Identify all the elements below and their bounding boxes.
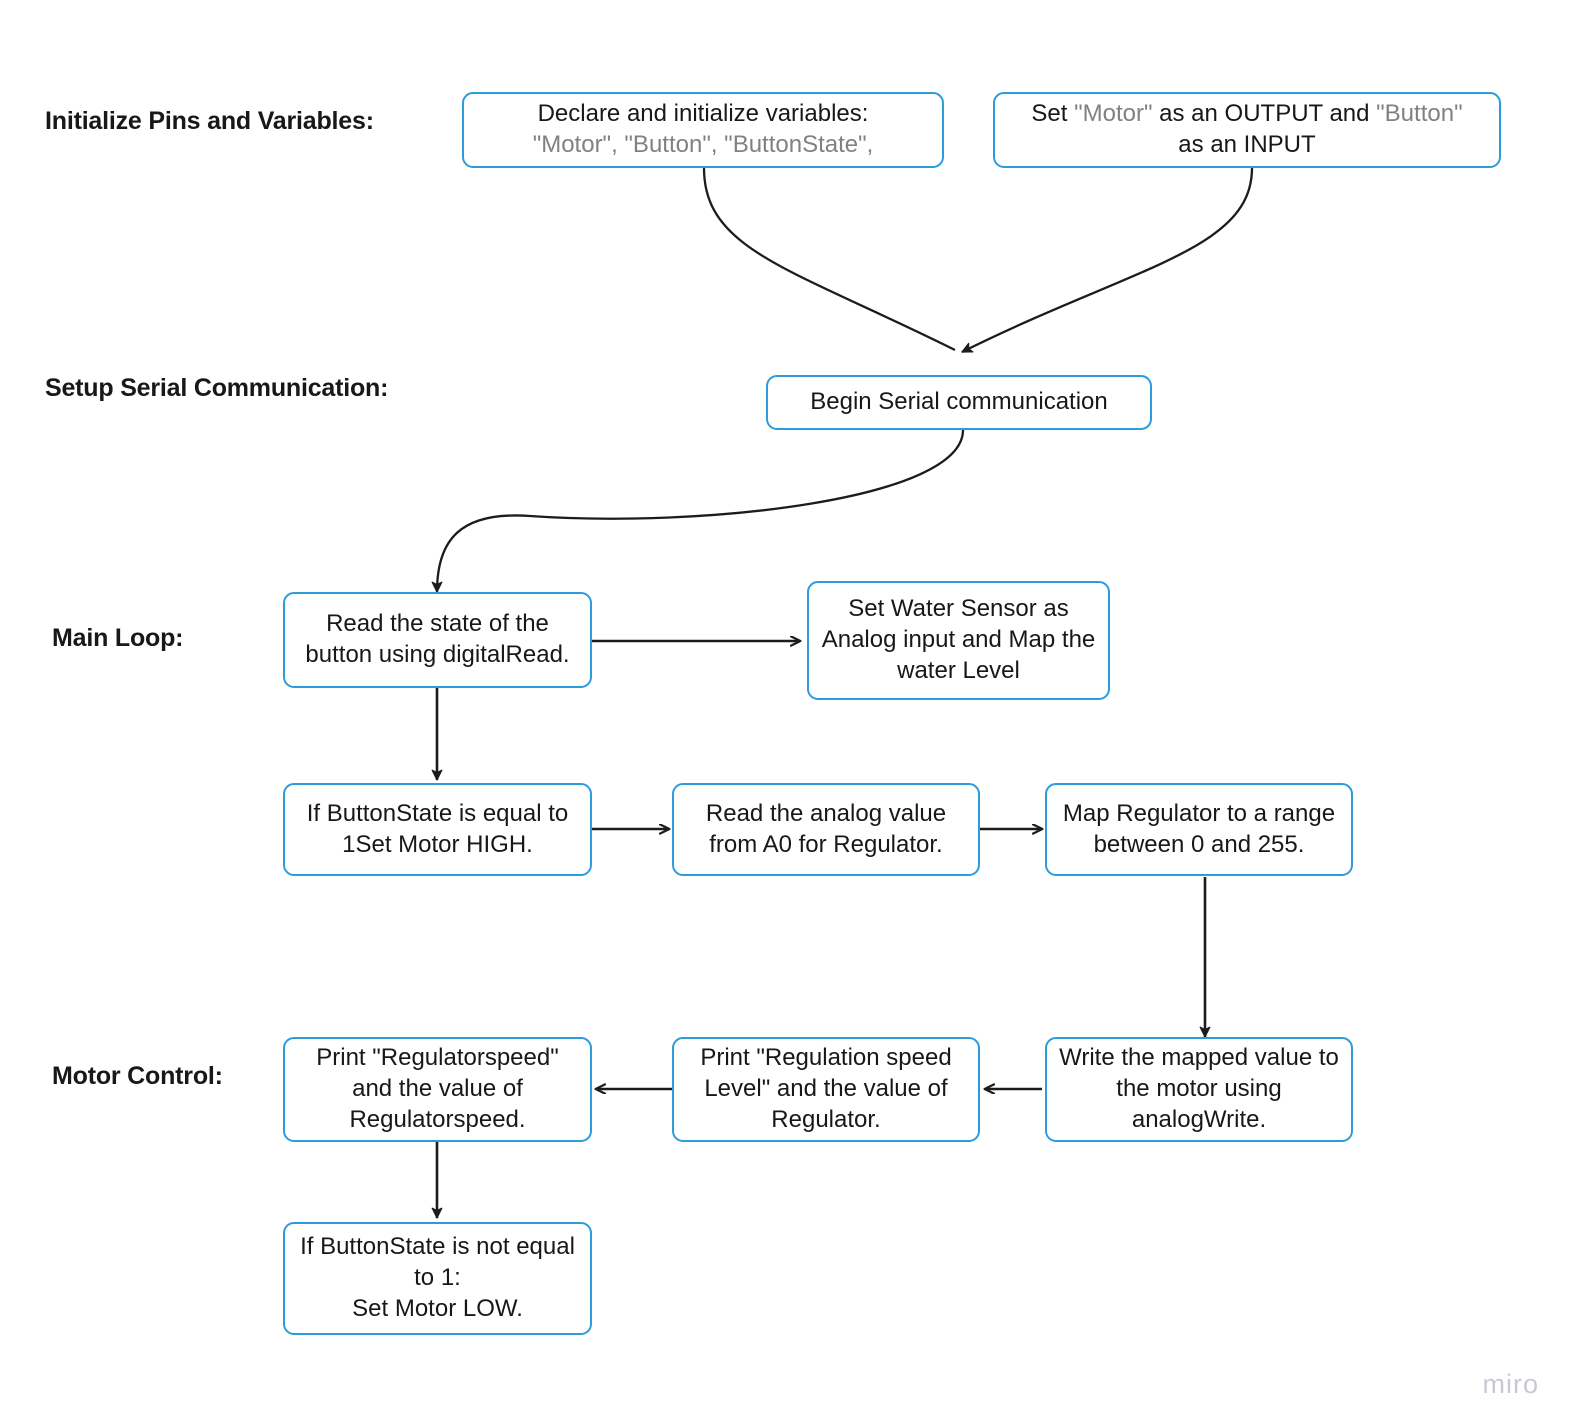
node-map-regulator-text: Map Regulator to a range between 0 and 2… bbox=[1062, 799, 1336, 858]
node-write-motor-text: Write the mapped value to the motor usin… bbox=[1059, 1044, 1339, 1133]
section-label-setup-serial: Setup Serial Communication: bbox=[45, 374, 389, 402]
link-pinmodes-to-serial bbox=[961, 167, 1254, 354]
node-print-regulation-text: Print "Regulation speed Level" and the v… bbox=[700, 1044, 952, 1133]
node-print-regulation[interactable]: Print "Regulation speed Level" and the v… bbox=[672, 1037, 980, 1142]
node-buttonstate-low-text: If ButtonState is not equal to 1: Set Mo… bbox=[300, 1233, 575, 1322]
node-buttonstate-high[interactable]: If ButtonState is equal to 1Set Motor HI… bbox=[283, 783, 592, 876]
node-write-motor[interactable]: Write the mapped value to the motor usin… bbox=[1045, 1037, 1353, 1142]
node-declare-variables-text: Declare and initialize variables:"Motor"… bbox=[532, 100, 874, 158]
node-buttonstate-high-text: If ButtonState is equal to 1Set Motor HI… bbox=[306, 799, 569, 858]
node-water-sensor[interactable]: Set Water Sensor as Analog input and Map… bbox=[807, 581, 1110, 700]
node-set-pin-modes-text: Set "Motor" as an OUTPUT and "Button" as… bbox=[1031, 100, 1463, 158]
node-water-sensor-text: Set Water Sensor as Analog input and Map… bbox=[821, 595, 1096, 684]
node-read-analog-text: Read the analog value from A0 for Regula… bbox=[705, 799, 947, 858]
link-declare-to-serial bbox=[702, 167, 956, 352]
node-read-button-text: Read the state of the button using digit… bbox=[305, 610, 570, 668]
node-set-pin-modes[interactable]: Set "Motor" as an OUTPUT and "Button" as… bbox=[993, 92, 1501, 168]
node-map-regulator[interactable]: Map Regulator to a range between 0 and 2… bbox=[1045, 783, 1353, 876]
node-begin-serial-text: Begin Serial communication bbox=[810, 388, 1108, 416]
section-label-initialize: Initialize Pins and Variables: bbox=[45, 107, 374, 135]
node-begin-serial[interactable]: Begin Serial communication bbox=[766, 375, 1152, 430]
node-print-regulatorspeed[interactable]: Print "Regulatorspeed" and the value of … bbox=[283, 1037, 592, 1142]
link-serial-to-readbutton bbox=[431, 429, 965, 593]
section-label-motor-control: Motor Control: bbox=[52, 1062, 223, 1090]
node-print-regulatorspeed-text: Print "Regulatorspeed" and the value of … bbox=[316, 1044, 559, 1133]
section-label-main-loop: Main Loop: bbox=[52, 624, 184, 652]
miro-watermark: miro bbox=[1482, 1369, 1539, 1399]
node-declare-variables[interactable]: Declare and initialize variables:"Motor"… bbox=[462, 92, 944, 168]
node-read-button[interactable]: Read the state of the button using digit… bbox=[283, 592, 592, 688]
node-buttonstate-low[interactable]: If ButtonState is not equal to 1: Set Mo… bbox=[283, 1222, 592, 1335]
node-read-analog[interactable]: Read the analog value from A0 for Regula… bbox=[672, 783, 980, 876]
